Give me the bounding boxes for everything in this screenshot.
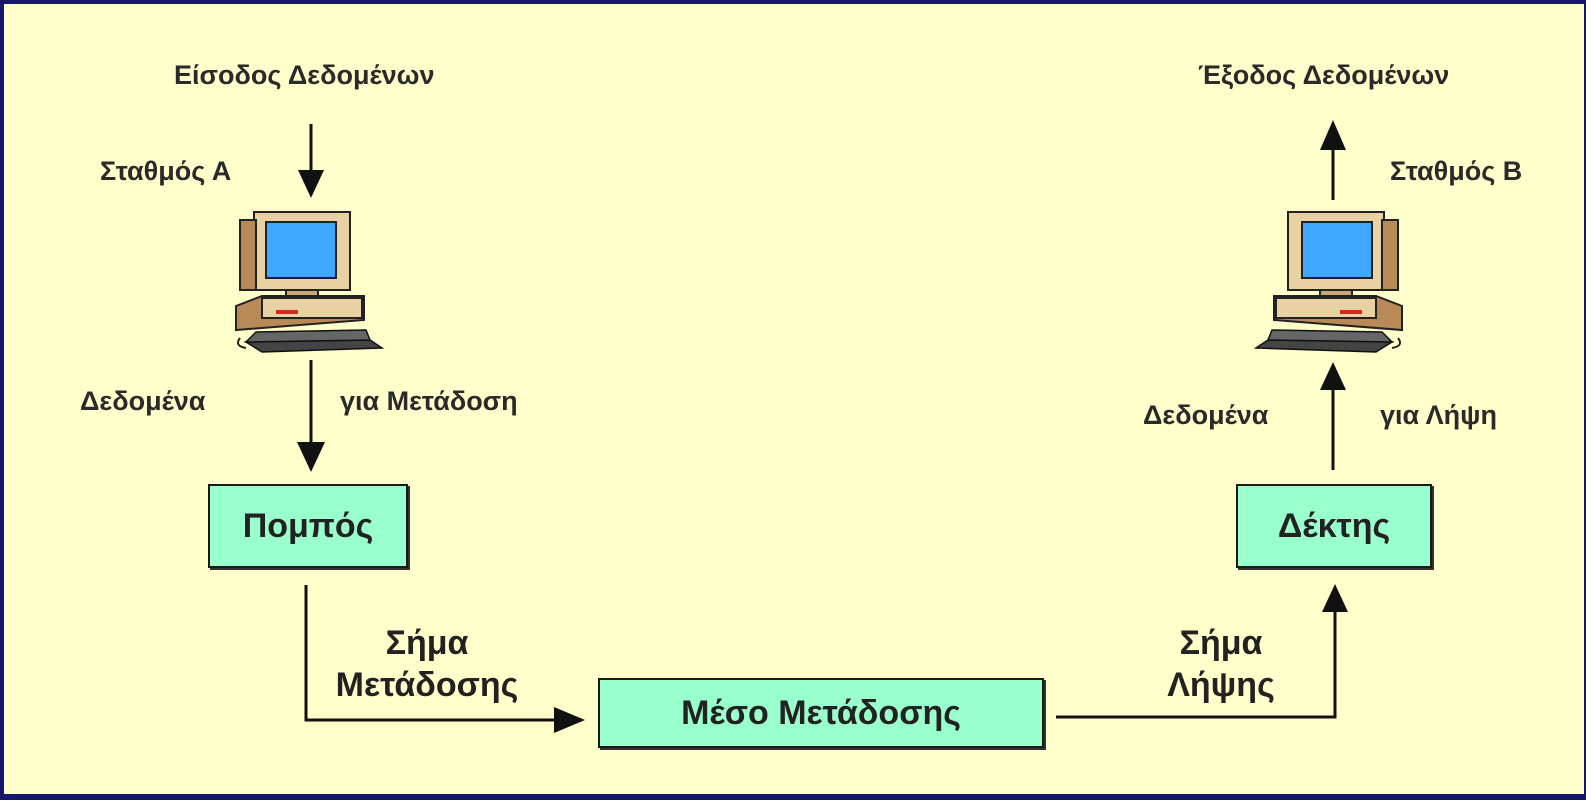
transmit-signal-line2: Μετάδοσης bbox=[335, 666, 519, 704]
receive-signal-line1: Σήμα bbox=[1179, 624, 1263, 662]
arrow-output-b bbox=[1320, 120, 1346, 200]
for-transmission-label: για Μετάδοση bbox=[340, 386, 518, 416]
data-label-a: Δεδομένα bbox=[80, 386, 206, 416]
transmitter-label: Πομπός bbox=[242, 506, 374, 545]
for-reception-label: για Λήψη bbox=[1380, 400, 1497, 430]
transmit-signal-label: Σήμα Μετάδοσης bbox=[330, 622, 524, 706]
arrow-data-to-transmitter bbox=[297, 360, 325, 472]
arrow-data-to-pc-b bbox=[1320, 362, 1346, 470]
computer-icon bbox=[235, 211, 383, 353]
arrow-input-a bbox=[298, 124, 324, 198]
receive-signal-label: Σήμα Λήψης bbox=[1158, 622, 1284, 706]
computer-icon bbox=[1255, 211, 1403, 353]
medium-label: Μέσο Μετάδοσης bbox=[681, 693, 961, 732]
medium-box: Μέσο Μετάδοσης bbox=[598, 678, 1044, 748]
transmit-signal-line1: Σήμα bbox=[385, 624, 469, 662]
input-data-label: Είσοδος Δεδομένων bbox=[174, 60, 435, 90]
receive-signal-line2: Λήψης bbox=[1167, 666, 1275, 704]
station-b-label: Σταθμός Β bbox=[1390, 156, 1523, 186]
station-a-label: Σταθμός Α bbox=[100, 156, 232, 186]
receiver-label: Δέκτης bbox=[1277, 506, 1391, 545]
transmitter-box: Πομπός bbox=[208, 484, 408, 568]
data-label-b: Δεδομένα bbox=[1143, 400, 1269, 430]
receiver-box: Δέκτης bbox=[1236, 484, 1432, 568]
arrow-transmit-signal bbox=[304, 585, 585, 733]
output-data-label: Έξοδος Δεδομένων bbox=[1198, 60, 1450, 90]
arrow-receive-signal bbox=[1056, 584, 1348, 719]
